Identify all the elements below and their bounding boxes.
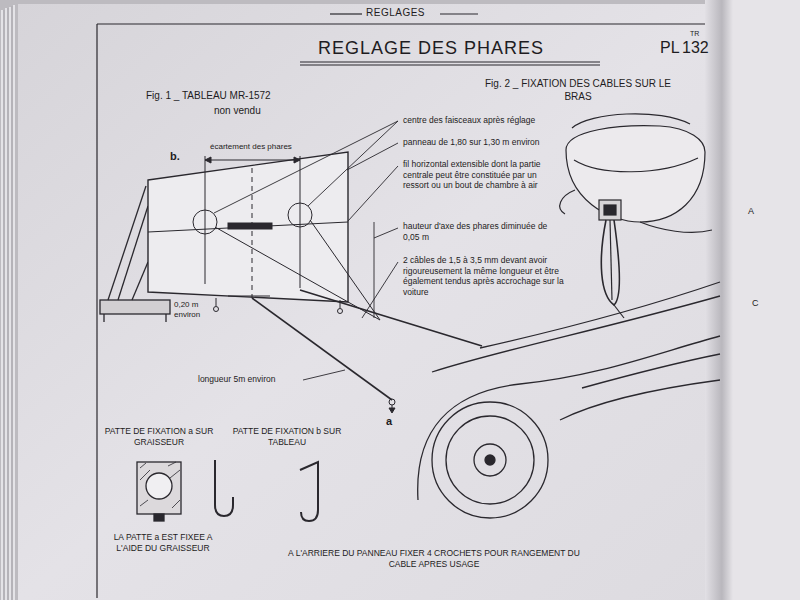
part-label: PATTE DE FIXATION b SUR TABLEAU	[228, 426, 346, 447]
car-outline	[418, 282, 720, 518]
adjustment-panel	[148, 152, 348, 302]
dimension-label: 0,20 m environ	[174, 300, 216, 320]
page-stack	[2, 5, 14, 600]
figure-note: non vendu	[214, 105, 261, 118]
part-label: PATTE DE FIXATION a SUR GRAISSEUR	[102, 426, 216, 447]
fixing-lugs	[137, 460, 318, 521]
annotation: panneau de 1,80 sur 1,30 m environ	[403, 137, 578, 148]
dimension-label: écartement des phares	[210, 142, 292, 152]
leader-lines	[214, 121, 398, 380]
panel-details	[148, 156, 348, 314]
facing-page-letter: A	[748, 206, 754, 217]
callout-letter: a	[386, 415, 392, 429]
annotation: fil horizontal extensible dont la partie…	[403, 159, 558, 191]
dimension-label: longueur 5m environ	[198, 374, 276, 385]
facing-page	[733, 0, 800, 600]
page-number: 132	[682, 38, 709, 58]
page-code: PL	[660, 38, 680, 58]
headlight-fixation	[560, 114, 712, 318]
page-title: REGLAGE DES PHARES	[318, 37, 544, 60]
book-gutter	[705, 0, 733, 600]
page-code: TR	[690, 30, 699, 39]
annotation: 2 câbles de 1,5 à 3,5 mm devant avoir ri…	[403, 255, 575, 298]
bottom-note: A L'ARRIERE DU PANNEAU FIXER 4 CROCHETS …	[288, 548, 580, 569]
annotation: centre des faisceaux après réglage	[403, 115, 578, 126]
cables	[215, 220, 482, 413]
figure-title: Fig. 2 _ FIXATION DES CABLES SUR LE BRAS	[478, 78, 678, 103]
callout-letter: b.	[170, 150, 180, 164]
page	[18, 4, 720, 600]
section-header: REGLAGES	[366, 7, 425, 20]
figure-title: Fig. 1 _ TABLEAU MR-1572	[146, 90, 271, 103]
facing-page-letter: C	[752, 298, 759, 309]
part-note: LA PATTE a EST FIXEE A L'AIDE DU GRAISSE…	[104, 532, 222, 553]
annotation: hauteur d'axe des phares diminuée de 0,0…	[403, 221, 563, 242]
page-frame	[97, 14, 705, 598]
